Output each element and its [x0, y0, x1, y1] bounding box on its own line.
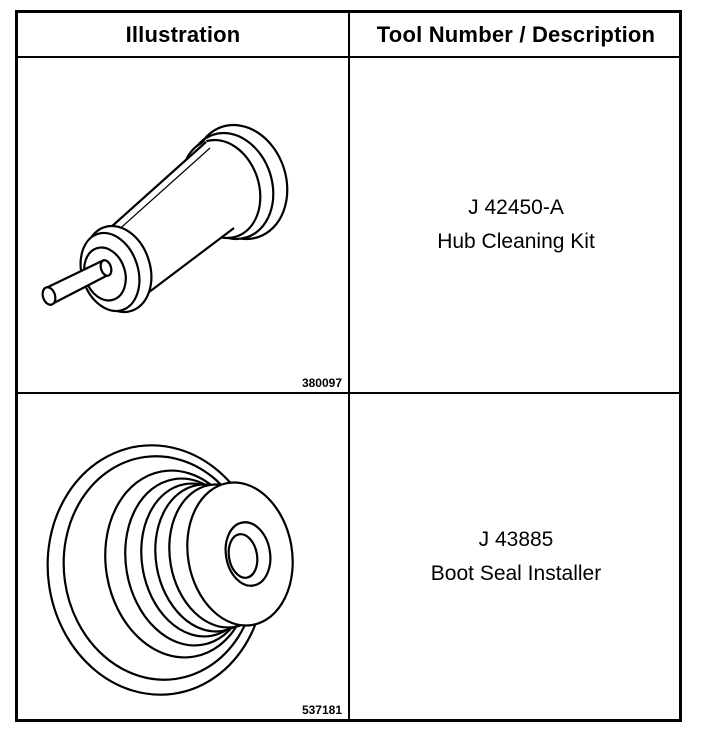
figure-number: 537181 — [301, 703, 342, 717]
tool-description-cell: J 42450-A Hub Cleaning Kit — [350, 58, 682, 392]
header-tool-description: Tool Number / Description — [376, 21, 656, 47]
tool-description-cell: J 43885 Boot Seal Installer — [350, 394, 682, 719]
header-divider — [18, 56, 679, 58]
special-tools-table: Illustration Tool Number / Description — [15, 10, 682, 722]
boot-seal-installer-illustration: 537181 — [18, 394, 348, 719]
row-divider — [18, 392, 679, 394]
header-illustration: Illustration — [125, 21, 241, 47]
column-divider — [348, 13, 350, 719]
tool-description: Boot Seal Installer — [430, 561, 602, 585]
tool-number: J 43885 — [478, 527, 554, 551]
hub-cleaning-kit-illustration: 380097 — [18, 58, 348, 392]
figure-number: 380097 — [301, 376, 342, 390]
tool-description: Hub Cleaning Kit — [437, 230, 595, 253]
tool-number: J 42450-A — [468, 196, 564, 219]
